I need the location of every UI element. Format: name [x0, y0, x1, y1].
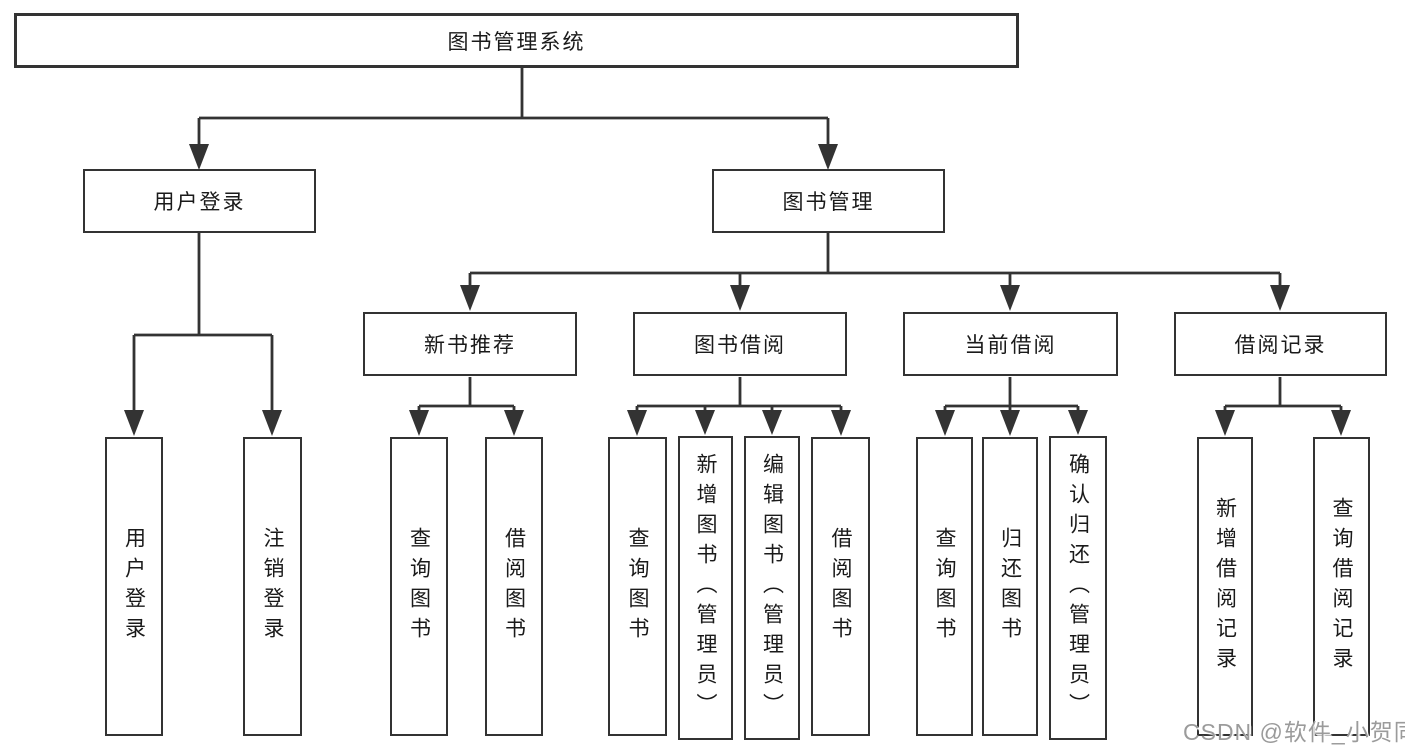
leaf-logout: 注销登录	[243, 437, 302, 736]
node-book-borrowing: 图书借阅	[633, 312, 847, 376]
leaf-user-login: 用户登录	[105, 437, 163, 736]
connector-user-login	[124, 233, 282, 436]
node-root: 图书管理系统	[14, 13, 1019, 68]
leaf-return-books: 归还图书	[982, 437, 1038, 736]
leaf-query-borrow-record: 查询借阅记录	[1313, 437, 1370, 736]
node-user-login: 用户登录	[83, 169, 316, 233]
leaf-confirm-return-admin: 确认归还（管理员）	[1049, 436, 1107, 740]
connector-current-borrowing	[935, 377, 1088, 436]
connector-book-management	[460, 233, 1290, 311]
connector-book-borrowing	[627, 377, 851, 436]
leaf-query-books-recommend: 查询图书	[390, 437, 448, 736]
leaf-borrow-books-borrowing: 借阅图书	[811, 437, 870, 736]
connector-borrowing-records	[1215, 377, 1351, 436]
node-new-book-recommendation: 新书推荐	[363, 312, 577, 376]
node-current-borrowing: 当前借阅	[903, 312, 1118, 376]
leaf-borrow-books-recommend: 借阅图书	[485, 437, 543, 736]
leaf-add-book-admin: 新增图书（管理员）	[678, 436, 733, 740]
csdn-watermark: CSDN @软件_小贺同学	[1183, 719, 1405, 745]
connector-root	[189, 68, 838, 170]
leaf-add-borrow-record: 新增借阅记录	[1197, 437, 1253, 736]
leaf-query-books-current: 查询图书	[916, 437, 973, 736]
leaf-edit-book-admin: 编辑图书（管理员）	[744, 436, 800, 740]
connector-new-book-recommendation	[409, 377, 524, 436]
node-borrowing-records: 借阅记录	[1174, 312, 1387, 376]
leaf-query-books-borrowing: 查询图书	[608, 437, 667, 736]
node-book-management: 图书管理	[712, 169, 945, 233]
